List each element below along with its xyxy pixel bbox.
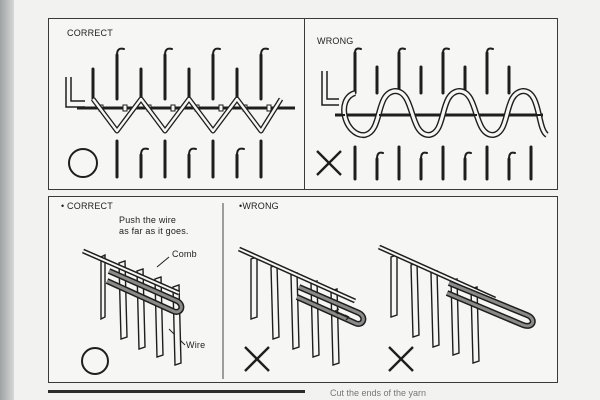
- comb-label: Comb: [172, 249, 197, 259]
- correct-circle-icon-bottom: [81, 347, 109, 375]
- diagram-wire-insertion: [81, 203, 536, 379]
- panel-wire-comb: • CORRECT Push the wire as far as it goe…: [48, 196, 558, 383]
- wrong-cross-icon: [316, 150, 342, 176]
- label-correct-top: CORRECT: [67, 28, 113, 38]
- instruction-line-2: as far as it goes.: [119, 226, 189, 236]
- panel-correct-top: CORRECT: [48, 18, 306, 190]
- panel-wrong-top: WRONG: [304, 18, 558, 190]
- wrong-needles-1: [237, 246, 367, 366]
- diagram-wrong-weave: [316, 47, 550, 181]
- label-correct-bottom: • CORRECT: [61, 201, 113, 211]
- page-binding-edge: [0, 0, 14, 400]
- diagram-correct-weave: [65, 47, 295, 179]
- wrong-cross-icon-2: [388, 346, 414, 372]
- instruction-line-1: Push the wire: [119, 215, 177, 225]
- footer-text: Cut the ends of the yarn: [330, 388, 427, 398]
- bottom-rule-left: [48, 390, 223, 393]
- bottom-rule-mid: [205, 390, 305, 393]
- wire-label: Wire: [186, 340, 206, 350]
- label-wrong-top: WRONG: [317, 36, 354, 46]
- wrong-cross-icon-1: [244, 346, 270, 372]
- wrong-needles-2: [377, 244, 536, 364]
- instruction-text: Push the wire as far as it goes.: [119, 215, 189, 237]
- correct-circle-icon: [68, 148, 98, 178]
- correct-needles: [81, 248, 185, 366]
- label-wrong-bottom: •WRONG: [239, 201, 279, 211]
